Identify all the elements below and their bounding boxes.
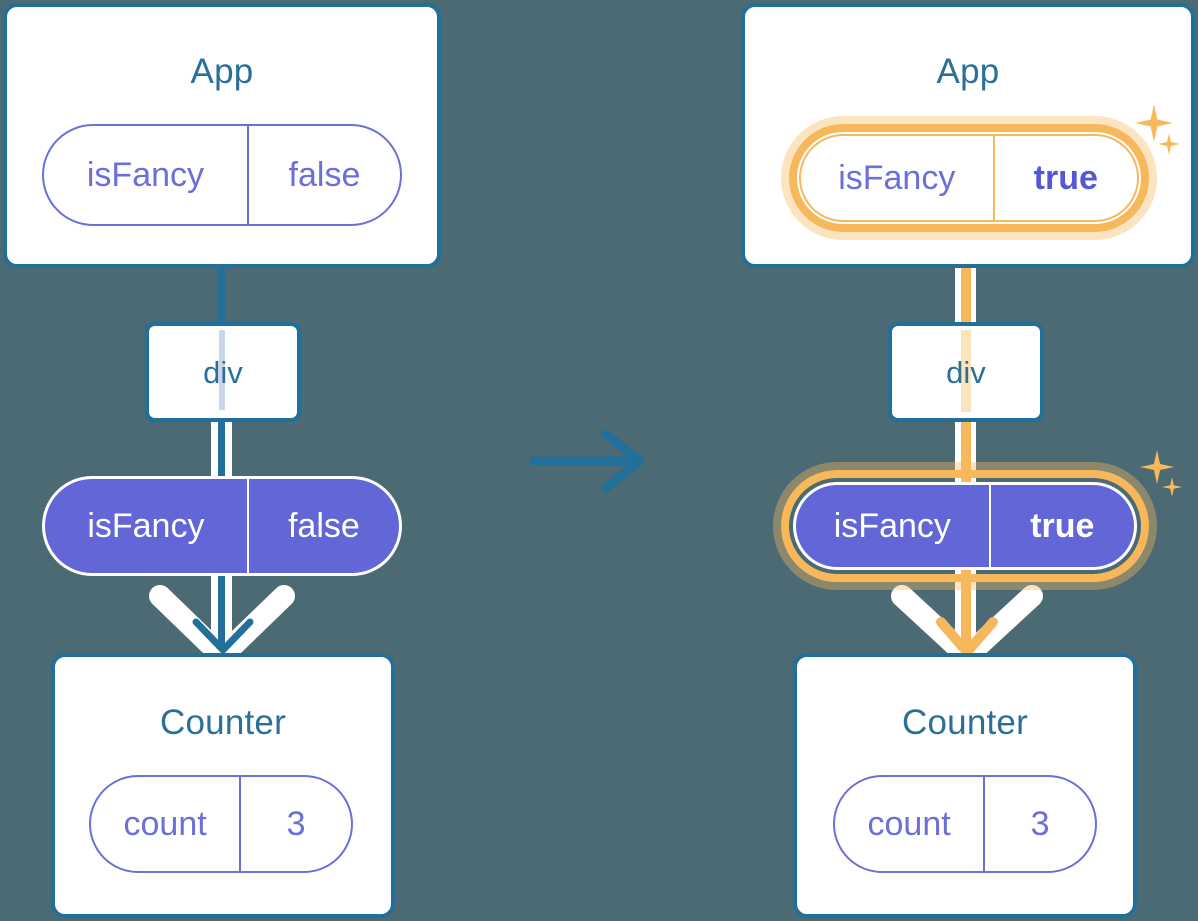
prop-value: true xyxy=(988,485,1134,567)
state-value: false xyxy=(246,126,400,224)
state-key: count xyxy=(867,804,951,843)
state-value: 3 xyxy=(239,777,351,871)
component-title-app-after: App xyxy=(936,52,1000,91)
state-pill-count-after[interactable]: count 3 xyxy=(833,775,1097,873)
sparkle-small-mid-icon xyxy=(1162,477,1182,497)
state-value: 3 xyxy=(983,777,1095,871)
props-flow-arrowhead-after xyxy=(936,617,998,657)
prop-pill-isfancy-after[interactable]: isFancy true xyxy=(793,482,1137,570)
state-key: isFancy xyxy=(838,158,956,197)
connector-app-to-div-before xyxy=(218,266,225,326)
connector-inside-div-after xyxy=(961,330,971,412)
prop-key: isFancy xyxy=(833,506,951,545)
connector-div-to-prop-before xyxy=(218,418,225,484)
props-flow-stem-before xyxy=(218,560,225,648)
connector-inside-div-before xyxy=(219,330,225,410)
props-flow-stem-after xyxy=(961,560,971,650)
connector-div-to-prop-after xyxy=(961,412,971,492)
state-pill-isfancy-app-after[interactable]: isFancy true xyxy=(799,134,1139,222)
prop-key: isFancy xyxy=(87,506,205,545)
connector-app-to-div-after xyxy=(961,220,971,330)
state-pill-count-before[interactable]: count 3 xyxy=(89,775,353,873)
component-title-counter-after: Counter xyxy=(902,703,1028,742)
state-value: true xyxy=(992,136,1137,220)
prop-pill-isfancy-before[interactable]: isFancy false xyxy=(42,476,402,576)
element-label-div-before: div xyxy=(203,355,243,390)
component-title-app-before: App xyxy=(190,52,254,91)
props-flow-arrowhead-before xyxy=(192,618,254,654)
state-key: count xyxy=(123,804,207,843)
sparkle-large-mid-icon xyxy=(1140,450,1174,484)
right-arrow-icon xyxy=(529,429,645,493)
state-key: isFancy xyxy=(86,155,205,194)
component-title-counter-before: Counter xyxy=(160,703,286,742)
state-pill-isfancy-app-before[interactable]: isFancy false xyxy=(42,124,402,226)
element-label-div-after: div xyxy=(946,355,986,390)
prop-value: false xyxy=(246,479,399,573)
